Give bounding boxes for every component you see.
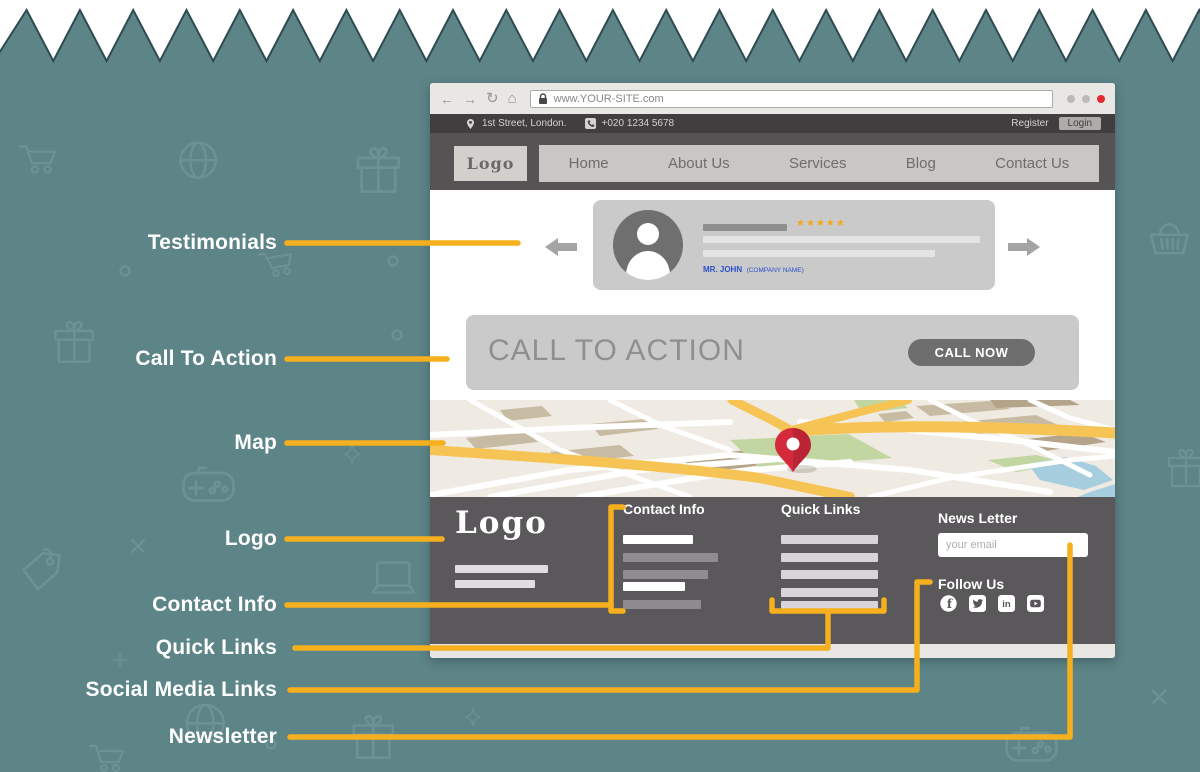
browser-chrome: ← → ↻ ⌂ www.YOUR-SITE.com	[430, 83, 1115, 114]
site-topbar: 1st Street, London. +020 1234 5678 Regis…	[430, 114, 1115, 133]
nav-item-blog[interactable]: Blog	[905, 155, 936, 172]
author-company: (COMPANY NAME)	[746, 267, 804, 274]
label-call-to-action: Call To Action	[135, 347, 277, 370]
window-dot-gray	[1082, 94, 1090, 103]
testimonials-section: ★★★★★ MR. JOHN (COMPANY NAME)	[430, 190, 1115, 310]
url-text: www.YOUR-SITE.com	[553, 92, 664, 105]
footer-newsletter-heading: News Letter	[938, 510, 1018, 526]
label-testimonials: Testimonials	[147, 231, 277, 254]
browser-bottom-strip	[430, 644, 1115, 658]
placeholder-line	[455, 580, 535, 588]
label-newsletter: Newsletter	[168, 725, 277, 748]
login-button[interactable]: Login	[1058, 117, 1101, 130]
window-controls	[1067, 94, 1105, 103]
cta-section: CALL TO ACTION CALL NOW	[430, 310, 1115, 400]
social-icons-row: f in	[938, 595, 1044, 612]
cta-card: CALL TO ACTION CALL NOW	[466, 315, 1079, 390]
placeholder-line	[455, 565, 548, 573]
window-dot-gray	[1067, 94, 1075, 103]
quick-link-line[interactable]	[781, 588, 878, 597]
call-now-button[interactable]: CALL NOW	[908, 339, 1035, 366]
nav-menu: Home About Us Services Blog Contact Us	[539, 145, 1099, 182]
placeholder-line	[623, 582, 685, 591]
placeholder-line	[623, 553, 718, 562]
home-icon[interactable]: ⌂	[507, 90, 517, 107]
nav-item-services[interactable]: Services	[788, 155, 847, 172]
nav-item-about[interactable]: About Us	[667, 155, 730, 172]
facebook-icon[interactable]: f	[940, 595, 957, 612]
nav-item-contact[interactable]: Contact Us	[995, 155, 1070, 172]
quick-link-line[interactable]	[781, 553, 878, 562]
nav-item-home[interactable]: Home	[568, 155, 609, 172]
window-dot-red	[1097, 94, 1105, 103]
nav-logo[interactable]: Logo	[454, 146, 527, 181]
label-map: Map	[234, 431, 277, 454]
site-footer: Logo Contact Info Quick Links News Lette…	[430, 497, 1115, 644]
footer-contact-heading: Contact Info	[623, 501, 705, 517]
placeholder-line	[703, 236, 980, 243]
phone-text: +020 1234 5678	[601, 118, 675, 129]
forward-icon[interactable]: →	[463, 90, 477, 107]
label-quick-links: Quick Links	[155, 636, 277, 659]
testimonial-card: ★★★★★ MR. JOHN (COMPANY NAME)	[593, 200, 995, 290]
lock-icon	[538, 92, 547, 104]
label-logo: Logo	[224, 527, 277, 550]
author-name: MR. JOHN	[703, 265, 743, 274]
location-pin-icon	[467, 118, 474, 129]
avatar	[613, 210, 683, 280]
placeholder-line	[703, 250, 935, 257]
back-icon[interactable]: ←	[440, 90, 454, 107]
testimonial-author: MR. JOHN (COMPANY NAME)	[703, 259, 804, 277]
svg-text:f: f	[947, 597, 953, 611]
cta-heading: CALL TO ACTION	[488, 334, 745, 367]
linkedin-icon[interactable]: in	[998, 595, 1015, 612]
footer-quicklinks-heading: Quick Links	[781, 501, 861, 517]
address-bar[interactable]: www.YOUR-SITE.com	[529, 89, 1053, 108]
placeholder-line	[623, 535, 693, 544]
browser-window: ← → ↻ ⌂ www.YOUR-SITE.com 1st Street, Lo…	[430, 83, 1115, 658]
carousel-next-arrow[interactable]	[1008, 237, 1040, 257]
quick-link-line[interactable]	[781, 570, 878, 579]
footer-logo: Logo	[455, 505, 548, 541]
map-graphic	[430, 395, 1115, 502]
refresh-icon[interactable]: ↻	[486, 90, 499, 107]
register-link[interactable]: Register	[1011, 118, 1049, 129]
zigzag-border	[0, 0, 1200, 70]
placeholder-line	[703, 224, 787, 231]
map-pin-icon	[775, 428, 817, 473]
newsletter-email-input[interactable]	[938, 533, 1088, 557]
placeholder-line	[623, 600, 701, 609]
placeholder-line	[623, 570, 708, 579]
quick-link-line[interactable]	[781, 601, 878, 610]
label-social-media-links: Social Media Links	[85, 678, 277, 701]
quick-link-line[interactable]	[781, 535, 878, 544]
phone-icon	[584, 118, 596, 129]
svg-text:in: in	[1002, 599, 1011, 610]
carousel-prev-arrow[interactable]	[545, 237, 577, 257]
footer-follow-heading: Follow Us	[938, 576, 1005, 592]
star-rating: ★★★★★	[796, 218, 846, 229]
label-contact-info: Contact Info	[152, 593, 277, 616]
youtube-icon[interactable]	[1027, 595, 1044, 612]
twitter-icon[interactable]	[969, 595, 986, 612]
map-embed[interactable]	[430, 395, 1115, 502]
address-text: 1st Street, London.	[482, 118, 567, 129]
site-navbar: Logo Home About Us Services Blog Contact…	[430, 133, 1115, 190]
